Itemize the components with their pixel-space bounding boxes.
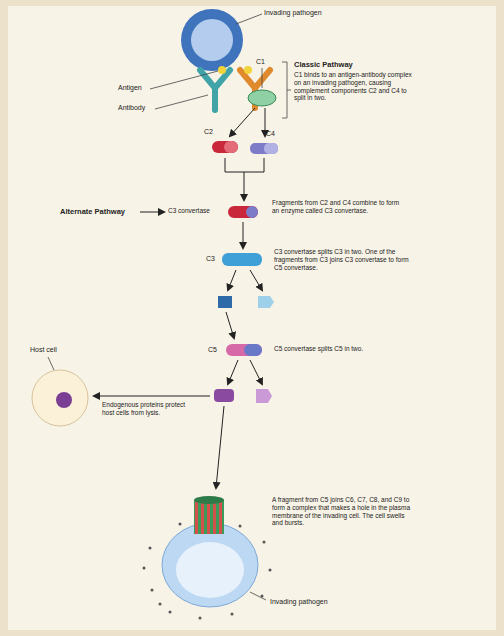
c5-fragment	[256, 389, 272, 403]
panel	[8, 6, 496, 630]
pathway-heading: Classic Pathway	[294, 60, 353, 69]
pathogen	[181, 9, 243, 71]
step-note: C1 binds to an antigen-antibody complex …	[294, 71, 419, 102]
step-note: Endogenous proteins protect host cells f…	[102, 401, 194, 417]
c3-molecule	[222, 253, 262, 266]
membrane-attack-complex	[194, 500, 224, 534]
pathogen-label: Invading pathogen	[270, 598, 328, 606]
part-label: C1	[256, 58, 265, 66]
c3-fragment	[218, 296, 232, 308]
leaking-contents	[143, 523, 272, 620]
part-label: C5	[208, 346, 217, 354]
pathway-heading: Alternate Pathway	[60, 207, 125, 216]
step-note: A fragment from C5 joins C6, C7, C8, and…	[272, 496, 412, 527]
c5-fragment	[214, 389, 234, 402]
step-note: Fragments from C2 and C4 combine to form…	[272, 199, 402, 215]
antigen	[218, 66, 226, 74]
part-label: Antigen	[118, 84, 142, 92]
part-label: Host cell	[30, 346, 57, 354]
step-note: C3 convertase splits C3 in two. One of t…	[274, 248, 409, 271]
lysed-pathogen	[162, 523, 258, 607]
c1-complex	[248, 90, 276, 106]
c5-convertase	[226, 344, 262, 356]
host-cell	[32, 370, 88, 426]
c2-fragment	[212, 141, 238, 153]
c4-fragment	[250, 143, 278, 154]
c3-fragment	[258, 296, 274, 308]
part-label: C4	[266, 130, 275, 138]
part-label: Antibody	[118, 104, 145, 112]
step-note: C5 convertase splits C5 in two.	[274, 345, 363, 353]
part-label: C3	[206, 255, 215, 263]
part-label: C2	[204, 128, 213, 136]
c3-convertase	[228, 206, 258, 218]
antigen	[244, 66, 252, 74]
pathogen-inner	[191, 19, 233, 61]
pathogen-label: Invading pathogen	[264, 9, 322, 17]
part-label: C3 convertase	[168, 207, 210, 215]
